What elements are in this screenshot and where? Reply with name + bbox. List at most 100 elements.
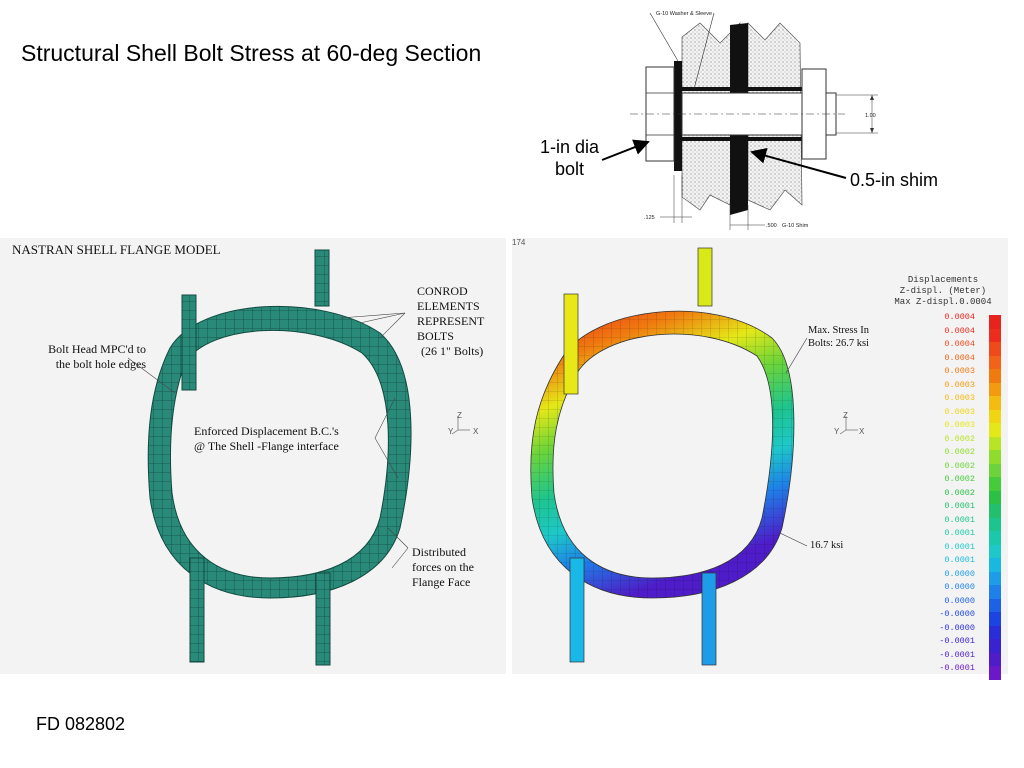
bolt-callout: 1-in dia bolt	[540, 136, 599, 180]
legend-value: 0.0001	[944, 528, 975, 538]
conrod-annotation: CONROD ELEMENTS REPRESENT BOLTS (26 1" B…	[417, 284, 484, 359]
bolt-callout-line2: bolt	[555, 159, 585, 179]
frame-number: 174	[512, 238, 526, 247]
legend-value: 0.0001	[944, 541, 975, 552]
legend-value: 0.0003	[944, 393, 975, 403]
legend-value: 0.0004	[944, 325, 975, 336]
legend-swatch	[989, 342, 1001, 356]
legend-swatch	[989, 585, 1001, 599]
legend-swatch	[989, 382, 1001, 396]
legend-value: 0.0001	[944, 514, 975, 525]
legend-swatch	[989, 436, 1001, 450]
legend-title-line3: Max Z-displ.0.0004	[894, 297, 992, 307]
legend-value: 0.0002	[944, 487, 975, 498]
legend-swatch	[989, 315, 1001, 329]
legend-value: 0.0003	[944, 420, 975, 430]
legend-swatch	[989, 328, 1001, 342]
bolt-head-line2: the bolt hole edges	[55, 357, 146, 371]
legend-value: 0.0003	[944, 379, 975, 390]
bolt-head-line1: Bolt Head MPC'd to	[48, 342, 146, 356]
legend-value: 0.0004	[944, 352, 975, 363]
legend-title-line2: Z-displ. (Meter)	[899, 286, 987, 296]
nastran-heading: NASTRAN SHELL FLANGE MODEL	[12, 242, 221, 257]
axis-x: X	[473, 427, 479, 436]
legend-title: Displacements Z-displ. (Meter) Max Z-dis…	[888, 275, 998, 308]
conrod-line2: ELEMENTS	[417, 299, 480, 313]
legend-value: 0.0002	[944, 474, 975, 484]
legend-swatch	[989, 423, 1001, 437]
axis-x-right: X	[859, 427, 865, 436]
legend-value: 0.0002	[944, 447, 975, 457]
legend-swatch	[989, 450, 1001, 464]
legend-swatch	[989, 355, 1001, 369]
legend-title-line1: Displacements	[907, 275, 979, 285]
shim-dimension: .500	[766, 223, 777, 229]
bolt-callout-arrow	[601, 139, 650, 161]
distributed-line1: Distributed	[412, 545, 466, 559]
shell-stub-bottom-right	[315, 572, 331, 666]
displacement-panel	[512, 238, 1008, 674]
legend-value: 0.0002	[944, 460, 975, 471]
conrod-line1: CONROD	[417, 284, 468, 298]
legend-value: -0.0000	[939, 609, 975, 619]
legend-value: 0.0001	[944, 555, 975, 565]
distributed-forces-annotation: Distributed forces on the Flange Face	[412, 545, 474, 590]
conrod-line4: BOLTS	[417, 329, 454, 343]
shim-callout: 0.5-in shim	[850, 170, 939, 190]
legend-swatch	[989, 544, 1001, 558]
axis-z: Z	[457, 411, 462, 420]
legend-value: 0.0002	[944, 433, 975, 444]
stub-top-right	[697, 247, 713, 307]
washer-strip	[674, 61, 682, 171]
axis-y-right: Y	[834, 427, 840, 436]
min-stress-annotation: 16.7 ksi	[810, 540, 844, 551]
shim-callout-arrow	[750, 148, 847, 179]
legend-swatch	[989, 612, 1001, 626]
bolt-section-drawing: G-10 Washer & Sleeve 1.00 .125 .500 G-10…	[630, 11, 878, 230]
legend-swatch	[989, 477, 1001, 491]
legend-swatch	[989, 639, 1001, 653]
shell-stub-top-right	[314, 249, 330, 307]
legend-value: 0.0001	[944, 501, 975, 511]
legend-swatch	[989, 625, 1001, 639]
displacement-contour	[530, 247, 858, 666]
legend-swatch	[989, 598, 1001, 612]
washer-dimension: .125	[644, 215, 655, 221]
legend-swatch	[989, 369, 1001, 383]
flange-ring	[147, 305, 412, 599]
stub-bottom-left	[569, 557, 585, 663]
legend-value: -0.0000	[939, 622, 975, 633]
legend-swatch	[989, 490, 1001, 504]
max-stress-annotation: Max. Stress In Bolts: 26.7 ksi	[808, 324, 869, 350]
legend-value: 0.0000	[944, 582, 975, 592]
stub-top-left	[563, 293, 579, 395]
legend-value: 0.0003	[944, 406, 975, 417]
legend-swatch	[989, 504, 1001, 518]
slide-title: Structural Shell Bolt Stress at 60-deg S…	[21, 40, 482, 66]
stub-bottom-right	[701, 572, 717, 666]
axis-z-right: Z	[843, 411, 848, 420]
enforced-displacement-annotation: Enforced Displacement B.C.'s @ The Shell…	[194, 424, 339, 454]
legend-swatch	[989, 409, 1001, 423]
washer-label: G-10 Washer & Sleeve	[656, 11, 712, 17]
enforced-line2: @ The Shell -Flange interface	[194, 439, 339, 453]
legend-swatch	[989, 571, 1001, 585]
conrod-line5: (26 1" Bolts)	[421, 344, 484, 358]
axis-y: Y	[448, 427, 454, 436]
slide-footer: FD 082802	[36, 714, 126, 734]
distributed-line2: forces on the	[412, 560, 474, 574]
shell-stub-top-left	[181, 294, 197, 391]
conrod-line3: REPRESENT	[417, 314, 485, 328]
legend-value: 0.0000	[944, 595, 975, 606]
callout-arrows	[601, 139, 847, 179]
bolt-head-annotation: Bolt Head MPC'd to the bolt hole edges	[6, 342, 146, 372]
enforced-line1: Enforced Displacement B.C.'s	[194, 424, 339, 438]
legend-swatch	[989, 531, 1001, 545]
legend-value: 0.0004	[944, 339, 975, 349]
shell-stub-bottom-left	[189, 557, 205, 663]
legend-swatch	[989, 652, 1001, 666]
distributed-line3: Flange Face	[412, 575, 471, 589]
nastran-mesh	[127, 249, 470, 666]
legend-swatch	[989, 396, 1001, 410]
legend-swatch	[989, 558, 1001, 572]
